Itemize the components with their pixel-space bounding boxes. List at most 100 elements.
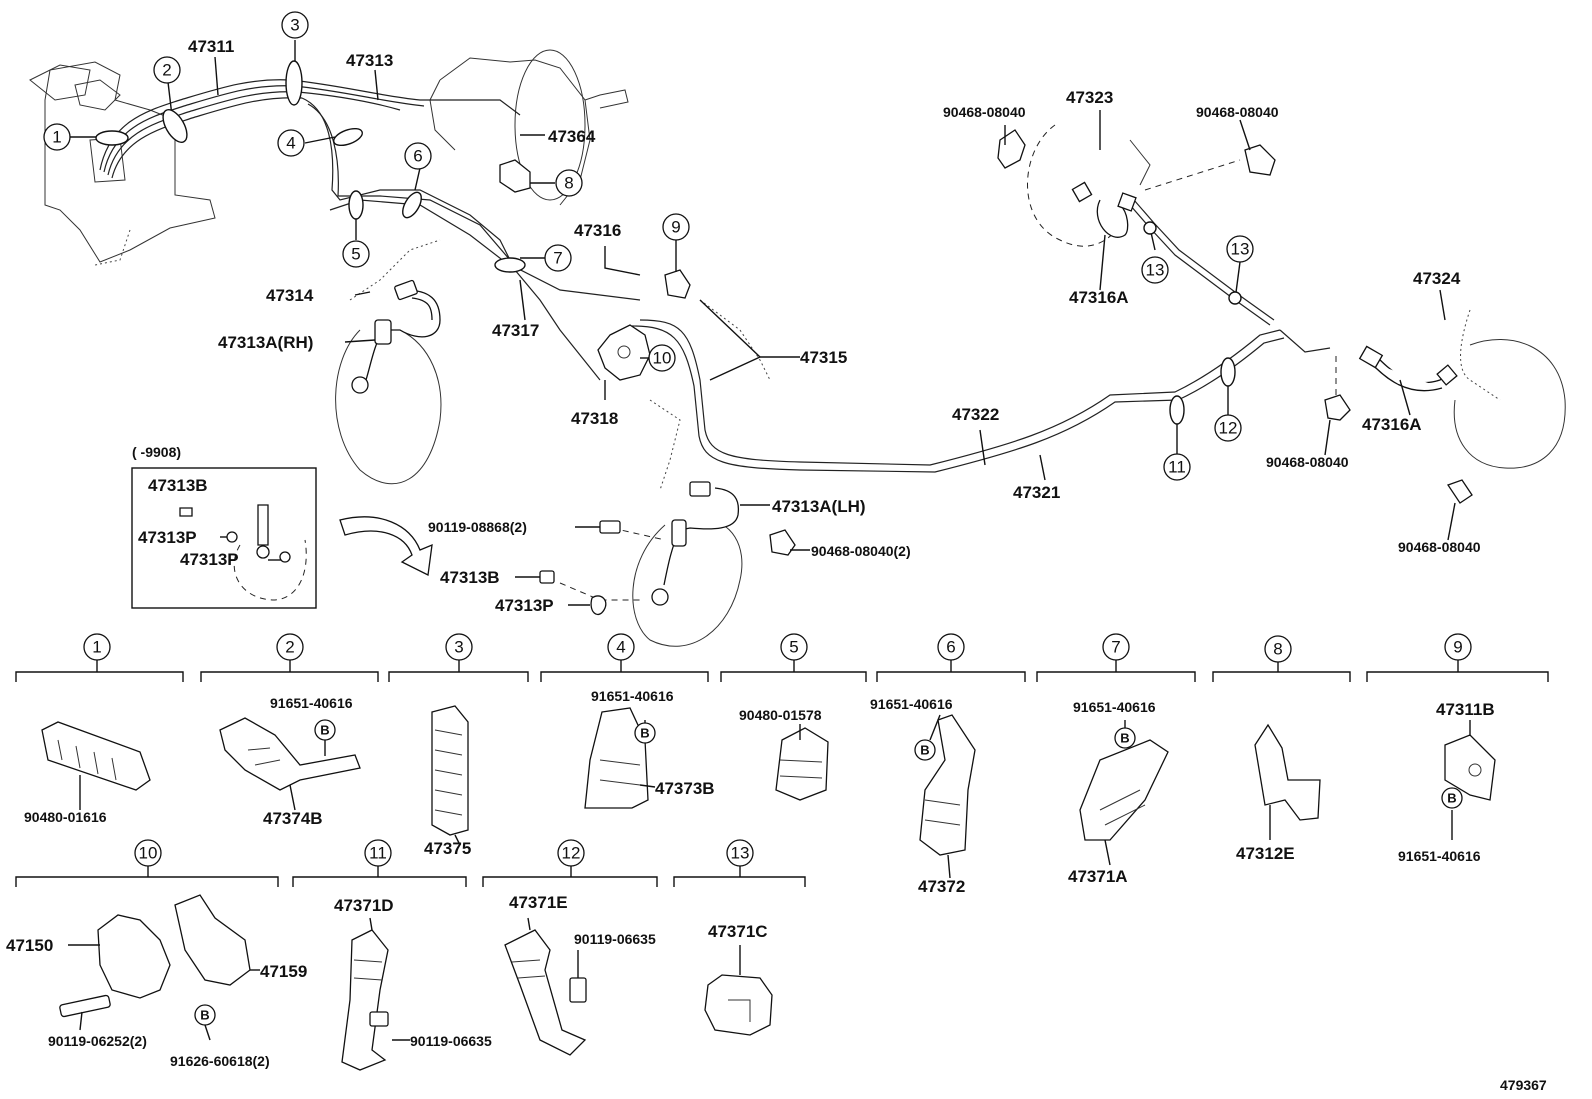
label-90119-08868: 90119-08868(2) — [428, 519, 527, 535]
label-47323: 47323 — [1066, 88, 1113, 107]
clamp-oval-5 — [348, 190, 364, 220]
bolt-marker-d6: B — [920, 743, 929, 758]
clamp-sketches — [499, 129, 1473, 556]
bolt-marker-d4: B — [640, 726, 649, 741]
inset-old-style — [131, 467, 317, 609]
clamp-oval-1 — [95, 130, 129, 146]
label-d11-bolt: 90119-06635 — [410, 1033, 492, 1049]
detail-callout-7: 7 — [1111, 638, 1120, 657]
detail-callout-3: 3 — [454, 638, 463, 657]
callout-8: 8 — [564, 174, 573, 193]
detail-callout-10: 10 — [139, 844, 158, 863]
label-90468-mid-right: 90468-08040 — [1266, 454, 1349, 470]
label-47313: 47313 — [346, 51, 393, 70]
detail-brackets — [15, 660, 1549, 887]
arrow-graphic — [339, 516, 433, 576]
pipe-clamp-ovals — [95, 60, 1242, 425]
label-d12-bolt: 90119-06635 — [574, 931, 656, 947]
rear-drum-upper — [1027, 124, 1241, 247]
label-d10-part-b: 47159 — [260, 962, 307, 981]
detail-callout-2: 2 — [285, 638, 294, 657]
callout-11: 11 — [1168, 458, 1186, 477]
callout-6: 6 — [413, 147, 422, 166]
label-47322: 47322 — [952, 405, 999, 424]
label-d2-part: 47374B — [263, 809, 323, 828]
callout-13b: 13 — [1231, 240, 1250, 259]
label-90468-top-left: 90468-08040 — [943, 104, 1026, 120]
clamp-oval-7 — [494, 257, 526, 273]
engine-compartment-drawing — [29, 61, 216, 266]
label-d7-part: 47371A — [1068, 867, 1128, 886]
clamp-oval-4 — [333, 127, 363, 147]
label-d6-part: 47372 — [918, 877, 965, 896]
bolt-marker-d9: B — [1447, 791, 1456, 806]
label-d3-part: 47375 — [424, 839, 471, 858]
clamp-oval-3 — [285, 60, 303, 106]
label-d13-part: 47371C — [708, 922, 768, 941]
detail-parts — [41, 705, 1496, 1071]
label-d6-bolt: 91651-40616 — [870, 696, 953, 712]
detail-callouts: 1 2 3 4 5 6 7 8 9 10 11 12 13 — [83, 633, 1472, 867]
callout-circles: 1 2 3 4 5 6 7 8 9 10 11 12 13 13 — [43, 11, 1254, 481]
label-d1-part: 90480-01616 — [24, 809, 107, 825]
label-47315: 47315 — [800, 348, 847, 367]
detail-callout-6: 6 — [946, 638, 955, 657]
label-47313p: 47313P — [495, 596, 554, 615]
label-d5-part: 90480-01578 — [739, 707, 822, 723]
callout-10: 10 — [653, 349, 672, 368]
label-47313b: 47313B — [440, 568, 500, 587]
label-d9-part: 47311B — [1436, 700, 1495, 719]
bolt-marker-d10: B — [200, 1008, 209, 1023]
detail-callout-13: 13 — [731, 844, 750, 863]
label-d7-bolt: 91651-40616 — [1073, 699, 1156, 715]
label-inset-47313p-2: 47313P — [180, 550, 239, 569]
label-90468-top-right: 90468-08040 — [1196, 104, 1279, 120]
label-47321: 47321 — [1013, 483, 1060, 502]
label-47311: 47311 — [188, 37, 234, 56]
clamp-oval-2 — [162, 109, 188, 143]
label-d4-bolt: 91651-40616 — [591, 688, 674, 704]
label-d10-part-a: 47150 — [6, 936, 53, 955]
new-style-fasteners — [539, 520, 621, 615]
bolt-marker-d7: B — [1120, 731, 1129, 746]
detail-callout-5: 5 — [789, 638, 798, 657]
leader-lines — [70, 40, 1456, 606]
rear-brake-pipes — [631, 299, 1285, 491]
detail-callout-1: 1 — [92, 638, 101, 657]
figure-id: 479367 — [1500, 1077, 1547, 1093]
front-right-wheel-hose — [335, 279, 442, 485]
label-inset-range: ( -9908) — [132, 444, 181, 460]
label-47324: 47324 — [1413, 269, 1461, 288]
label-d12-part: 47371E — [509, 893, 568, 912]
clamp-dot-13a — [1143, 221, 1157, 235]
label-47313a-lh: 47313A(LH) — [772, 497, 866, 516]
label-inset-47313p-1: 47313P — [138, 528, 197, 547]
callout-13a: 13 — [1146, 261, 1165, 280]
callout-9: 9 — [671, 218, 680, 237]
rear-drum-right — [1335, 309, 1566, 469]
detail-callout-11: 11 — [369, 844, 387, 863]
callout-2: 2 — [162, 61, 171, 80]
clamp-dot-13b — [1228, 291, 1242, 305]
label-47316a-upper: 47316A — [1069, 288, 1129, 307]
label-d10-bolt-b: 91626-60618(2) — [170, 1053, 270, 1069]
rear-upper-pipe — [1129, 199, 1331, 353]
label-d11-part: 47371D — [334, 896, 394, 915]
bolt-markers: B B B B B B — [194, 719, 1463, 1026]
label-d10-bolt-a: 90119-06252(2) — [48, 1033, 147, 1049]
callout-7: 7 — [553, 249, 562, 268]
label-d4-part: 47373B — [655, 779, 715, 798]
proportioning-valve — [597, 324, 651, 381]
clamp-oval-6 — [402, 191, 422, 219]
brake-booster-drawing — [429, 49, 629, 206]
front-left-wheel-hose — [559, 481, 743, 647]
label-47317: 47317 — [492, 321, 539, 340]
label-d2-bolt: 91651-40616 — [270, 695, 353, 711]
callout-3: 3 — [290, 16, 299, 35]
part-labels: 47311 47313 47364 47316 47314 47313A(RH)… — [6, 37, 1547, 1093]
label-47313a-rh: 47313A(RH) — [218, 333, 313, 352]
callout-5: 5 — [351, 245, 360, 264]
callout-1: 1 — [52, 128, 61, 147]
label-47316a-right: 47316A — [1362, 415, 1422, 434]
